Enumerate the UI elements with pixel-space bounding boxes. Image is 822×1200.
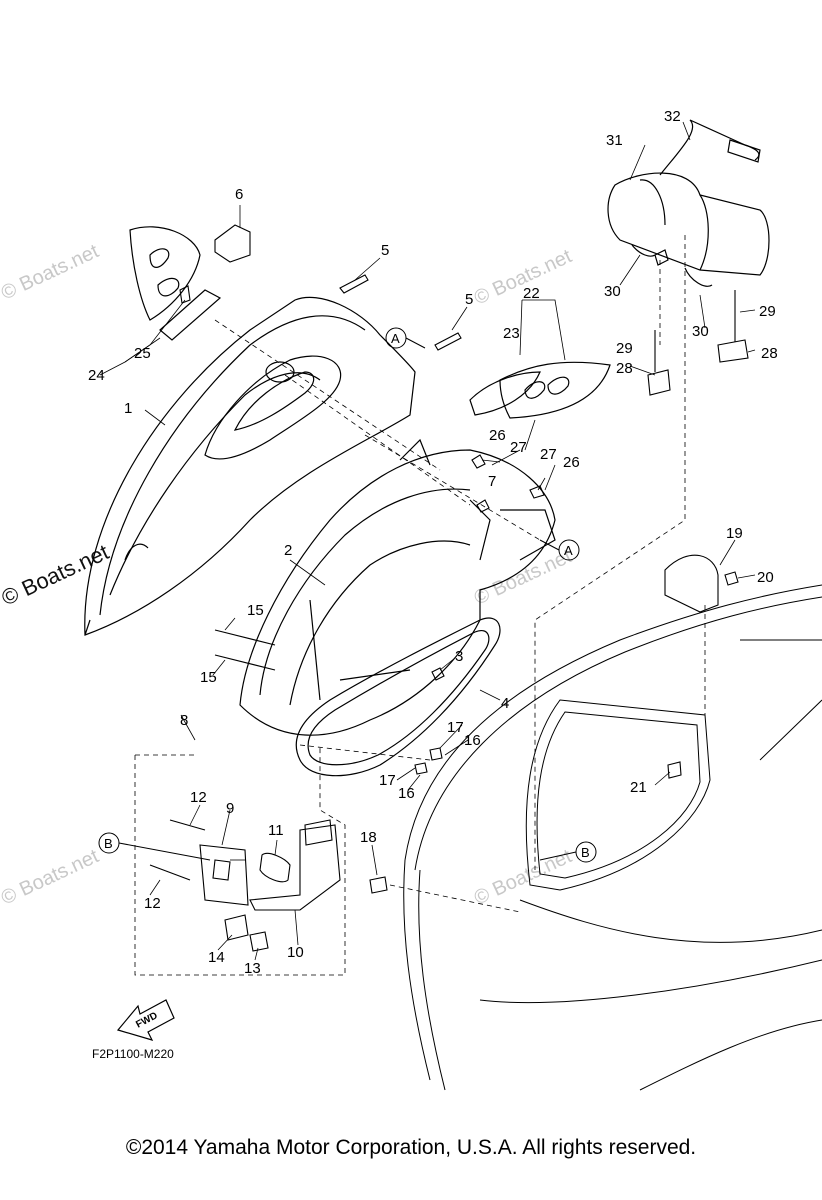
ref-label-b: B (581, 845, 590, 860)
callout-20: 20 (757, 569, 774, 586)
callout-28: 28 (616, 360, 633, 377)
watermarks: © Boats.net © Boats.net © Boats.net © Bo… (0, 240, 575, 909)
callout-32: 32 (664, 108, 681, 125)
callout-16: 16 (464, 732, 481, 749)
ref-label-a: A (391, 331, 400, 346)
callout-26: 26 (489, 427, 506, 444)
callout-9: 9 (226, 800, 234, 817)
storage-tub (239, 438, 556, 736)
callout-10: 10 (287, 944, 304, 961)
gasket-seal (295, 617, 501, 777)
drawing-code: F2P1100-M220 (92, 1047, 174, 1061)
callout-27: 27 (540, 446, 557, 463)
callout-24: 24 (88, 367, 105, 384)
callout-numbers: 1 2 3 4 5 5 6 7 8 9 10 11 12 12 13 14 15… (88, 108, 778, 977)
reference-labels: A A B B (104, 331, 590, 860)
parts-diagram: © Boats.net © Boats.net © Boats.net © Bo… (0, 108, 822, 1091)
callout-22: 22 (523, 285, 540, 302)
callout-1: 1 (124, 400, 132, 417)
callout-leaders (99, 121, 756, 961)
callout-2: 2 (284, 542, 292, 559)
callout-14: 14 (208, 949, 225, 966)
callout-28: 28 (761, 345, 778, 362)
ref-label-b: B (104, 836, 113, 851)
watermark: © Boats.net (0, 240, 102, 304)
reference-marks (98, 327, 597, 863)
callout-30: 30 (692, 323, 709, 340)
callout-3: 3 (455, 648, 463, 665)
callout-26: 26 (563, 454, 580, 471)
ref-label-a: A (564, 543, 573, 558)
callout-5: 5 (465, 291, 473, 308)
callout-15: 15 (200, 669, 217, 686)
callout-7: 7 (488, 473, 496, 490)
callout-18: 18 (360, 829, 377, 846)
latch-assembly (149, 819, 341, 952)
callout-25: 25 (134, 345, 151, 362)
callout-31: 31 (606, 132, 623, 149)
handle-covers (129, 226, 611, 419)
callout-23: 23 (503, 325, 520, 342)
copyright-notice: ©2014 Yamaha Motor Corporation, U.S.A. A… (125, 1136, 697, 1159)
callout-29: 29 (616, 340, 633, 357)
callout-21: 21 (630, 779, 647, 796)
callout-15: 15 (247, 602, 264, 619)
hull-deck (403, 584, 822, 1091)
callout-17: 17 (379, 772, 396, 789)
glove-box (607, 119, 770, 287)
fwd-arrow: FWD (116, 999, 175, 1041)
callout-11: 11 (268, 822, 284, 839)
hood-cover (84, 296, 416, 636)
callout-8: 8 (180, 712, 188, 729)
callout-5: 5 (381, 242, 389, 259)
callout-4: 4 (501, 695, 509, 712)
callout-19: 19 (726, 525, 743, 542)
callout-12: 12 (144, 895, 161, 912)
callout-6: 6 (235, 186, 243, 203)
callout-16: 16 (398, 785, 415, 802)
callout-27: 27 (510, 439, 527, 456)
callout-13: 13 (244, 960, 261, 977)
small-parts (179, 224, 462, 351)
callout-30: 30 (604, 283, 621, 300)
leader-lines-dashed (134, 235, 736, 976)
watermark: © Boats.net (0, 845, 102, 909)
fasteners (214, 290, 749, 894)
callout-17: 17 (447, 719, 464, 736)
callout-12: 12 (190, 789, 207, 806)
callout-29: 29 (759, 303, 776, 320)
